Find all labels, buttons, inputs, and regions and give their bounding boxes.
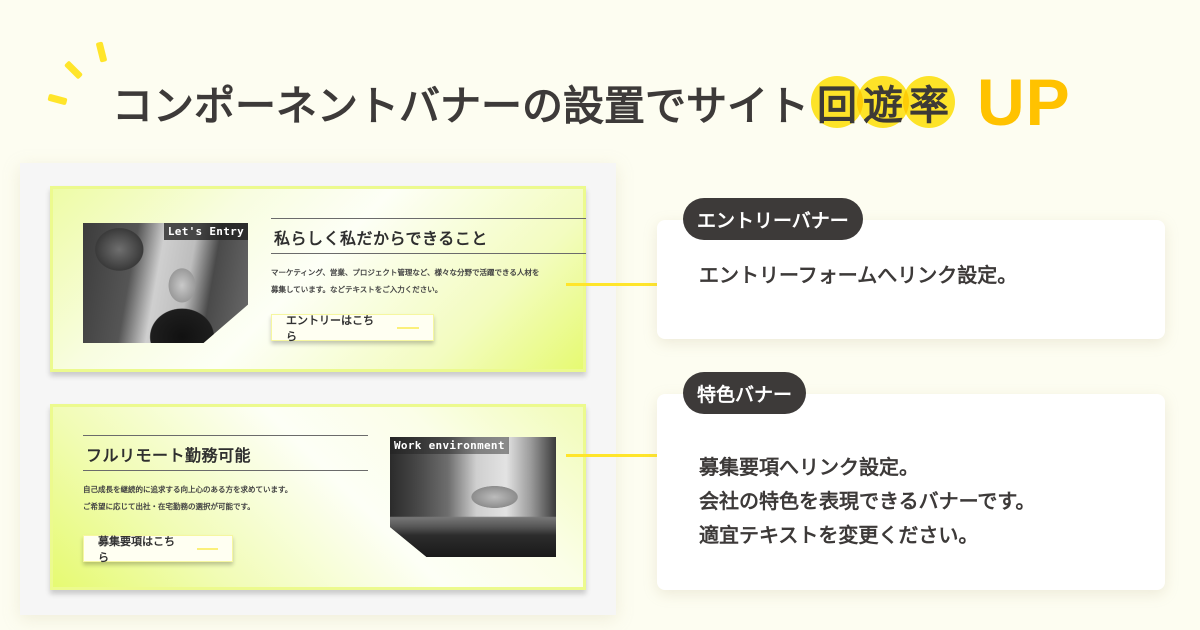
work-environment-photo: Work environment <box>390 437 556 557</box>
card-label-pill: 特色バナー <box>683 372 807 414</box>
card-body: エントリーフォームへリンク設定。 <box>699 263 1018 287</box>
card-label-pill: エントリーバナー <box>683 198 863 240</box>
entry-banner[interactable]: Let's Entry 私らしく私だからできること マーケティング、営業、プロジ… <box>50 186 586 372</box>
entry-cta-button[interactable]: エントリーはこちら <box>271 314 434 343</box>
connector-line <box>566 283 658 286</box>
feature-banner-copy: フルリモート勤務可能 自己成長を継続的に追求する向上心のある方を求めています。 … <box>83 435 368 564</box>
photo-tag: Let's Entry <box>163 223 248 240</box>
entry-banner-description: マーケティング、営業、プロジェクト管理など、様々な分野で活躍できる人材を 募集し… <box>271 268 540 294</box>
spark-line-icon <box>47 93 68 106</box>
page-headline: コンポーネントバナーの設置でサイト 回 遊 率 UP <box>112 65 1071 139</box>
banner-preview-panel: Let's Entry 私らしく私だからできること マーケティング、営業、プロジ… <box>20 163 616 615</box>
recruitment-cta-button[interactable]: 募集要項はこちら <box>83 535 233 564</box>
entry-banner-info-card: エントリーバナー エントリーフォームへリンク設定。 <box>657 198 1165 339</box>
highlight-char: 回 <box>811 76 863 129</box>
dash-line-icon <box>196 547 218 550</box>
sparkle-decoration-icon <box>47 38 118 108</box>
headline-main-text: コンポーネントバナーの設置でサイト <box>112 82 809 130</box>
headline-suffix: UP <box>977 65 1071 139</box>
entry-photo: Let's Entry <box>83 223 248 343</box>
connector-line <box>566 454 658 457</box>
feature-banner-title: フルリモート勤務可能 <box>83 435 368 471</box>
spark-line-icon <box>95 41 108 63</box>
spark-line-icon <box>63 60 84 80</box>
highlight-char: 遊 <box>857 76 909 129</box>
dash-line-icon <box>397 326 419 329</box>
headline-highlight: 回 遊 率 <box>811 76 955 129</box>
photo-tag: Work environment <box>390 437 509 454</box>
card-body: 募集要項へリンク設定。 会社の特色を表現できるバナーです。 適宜テキストを変更く… <box>699 455 1036 547</box>
entry-banner-copy: 私らしく私だからできること マーケティング、営業、プロジェクト管理など、様々な分… <box>271 218 586 343</box>
feature-banner[interactable]: フルリモート勤務可能 自己成長を継続的に追求する向上心のある方を求めています。 … <box>50 404 586 590</box>
highlight-char: 率 <box>903 76 955 129</box>
entry-banner-title: 私らしく私だからできること <box>271 218 586 254</box>
feature-banner-description: 自己成長を継続的に追求する向上心のある方を求めています。 ご希望に応じて出社・在… <box>83 485 293 511</box>
feature-banner-info-card: 特色バナー 募集要項へリンク設定。 会社の特色を表現できるバナーです。 適宜テキ… <box>657 372 1165 590</box>
